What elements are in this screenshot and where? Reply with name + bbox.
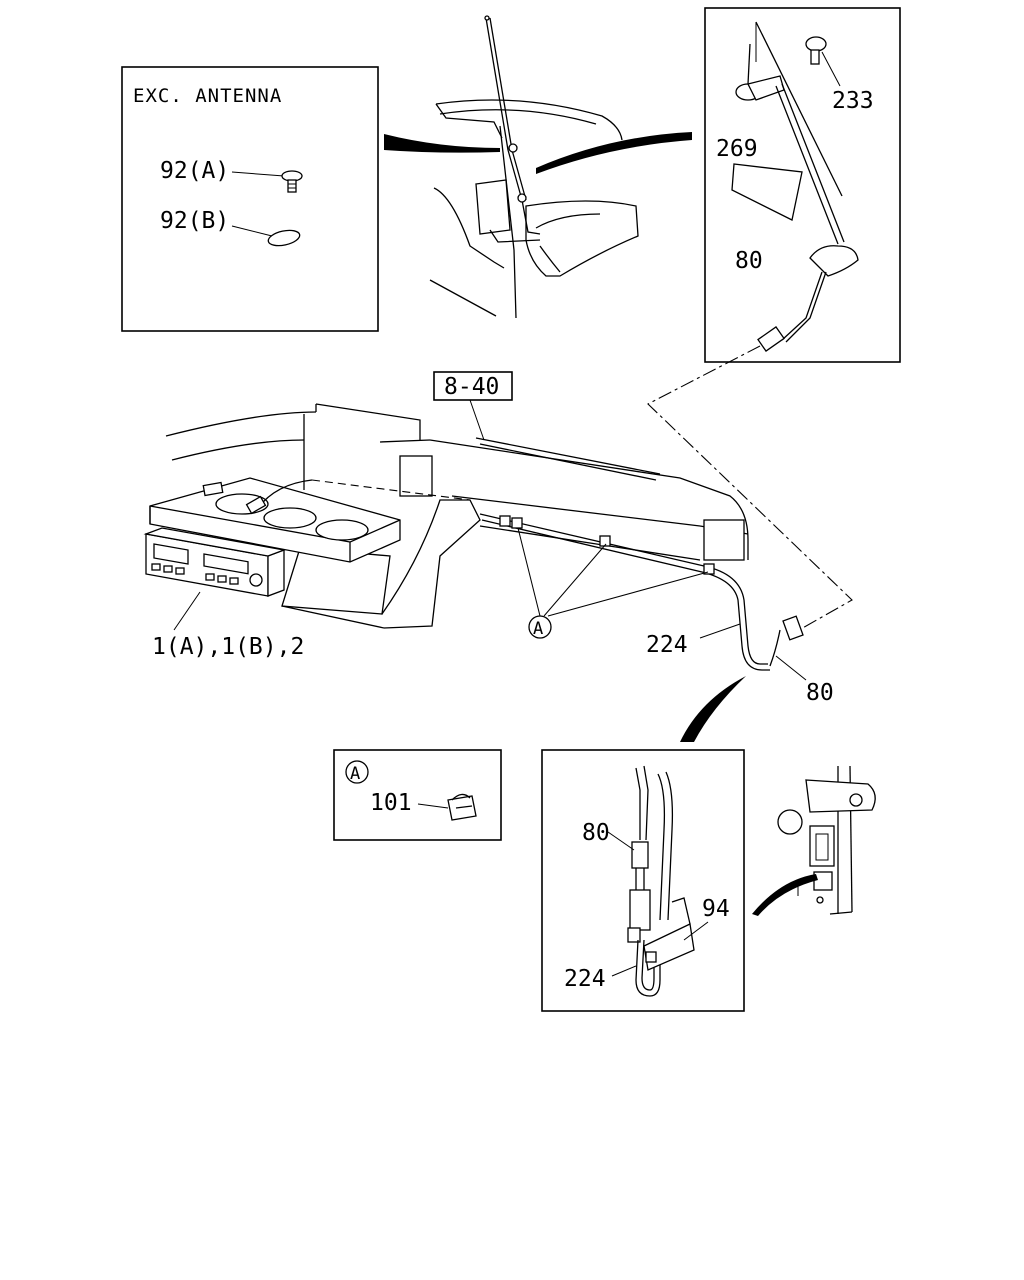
part-label-224-cable: 224 [646, 632, 688, 658]
part-label-80-gasket: 80 [735, 248, 763, 274]
part-label-92a: 92(A) [160, 158, 229, 184]
part-label-224-connector: 224 [564, 966, 606, 992]
cable-clip-icon [447, 793, 477, 821]
clip-inset: A 101 [333, 749, 502, 841]
part-label-94: 94 [702, 896, 730, 922]
vehicle-antenna-view [384, 15, 692, 319]
part-label-233: 233 [832, 88, 874, 114]
part-label-92b: 92(B) [160, 208, 229, 234]
part-label-radio: 1(A),1(B),2 [152, 634, 304, 660]
antenna-top-inset: 233 269 80 [704, 7, 901, 363]
hole-plug-icon [267, 229, 301, 247]
callout-a: A [533, 619, 543, 639]
clip-callout: A [350, 764, 360, 784]
screw-icon [281, 170, 303, 193]
radio-unit [143, 527, 287, 597]
reference-box: 8-40 [444, 374, 499, 400]
connector-inset: 80 94 224 [541, 749, 745, 1012]
exc-antenna-title: EXC. ANTENNA [133, 85, 282, 107]
part-label-80-connector: 80 [582, 820, 610, 846]
body-pillar-detail [752, 765, 876, 916]
part-label-80-cable: 80 [806, 680, 834, 706]
exc-antenna-inset: EXC. ANTENNA 92(A) 92(B) [121, 66, 379, 332]
screw-233-icon [805, 36, 827, 65]
part-label-101: 101 [370, 790, 412, 816]
part-label-269: 269 [716, 136, 758, 162]
instrument-panel-view: 8-40 [143, 371, 834, 742]
